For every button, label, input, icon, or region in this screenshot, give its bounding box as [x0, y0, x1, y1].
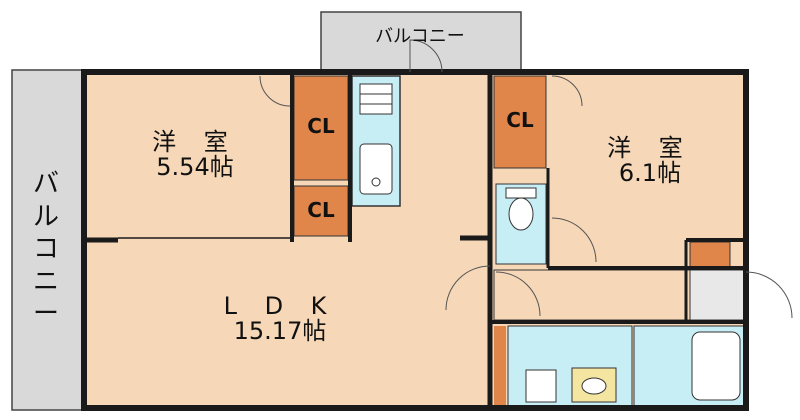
balcony-left-area	[11, 69, 83, 411]
closet-1-area	[293, 75, 349, 181]
closet-3-area	[493, 75, 547, 169]
bathtub	[691, 331, 741, 401]
closet-3-label: CL	[506, 108, 534, 132]
balcony-top-label: バルコニー	[375, 26, 465, 47]
door-balcony-top	[409, 39, 443, 73]
storage-small	[689, 241, 731, 269]
room-western-right: 洋 室 6.1帖	[590, 134, 710, 188]
door-ldk	[445, 265, 491, 311]
room-western-right-size: 6.1帖	[618, 159, 682, 188]
balcony-left-label: バ ル コ ニ ー	[32, 169, 59, 329]
closet-2-label: CL	[307, 198, 335, 222]
door-hall	[495, 271, 541, 317]
room-ldk-name: L D K	[223, 292, 337, 320]
room-ldk-size: 15.17帖	[233, 317, 327, 346]
closet-1-label: CL	[307, 114, 335, 138]
room-western-right-name: 洋 室	[607, 134, 693, 162]
door-toilet	[551, 217, 597, 263]
toilet	[508, 197, 534, 231]
door-western-left	[259, 75, 291, 107]
hallway	[493, 269, 691, 321]
stove	[359, 83, 393, 115]
door-western-right	[551, 75, 583, 107]
room-western-left-size: 5.54帖	[156, 153, 234, 182]
room-western-left: 洋 室 5.54帖	[120, 128, 270, 182]
washing-machine	[525, 369, 557, 403]
room-ldk: L D K 15.17帖	[200, 292, 360, 346]
kitchen-sink	[359, 143, 393, 195]
door-entrance	[745, 271, 793, 319]
room-western-left-name: 洋 室	[152, 128, 238, 156]
closet-2-area	[293, 185, 349, 237]
entrance	[689, 269, 747, 321]
